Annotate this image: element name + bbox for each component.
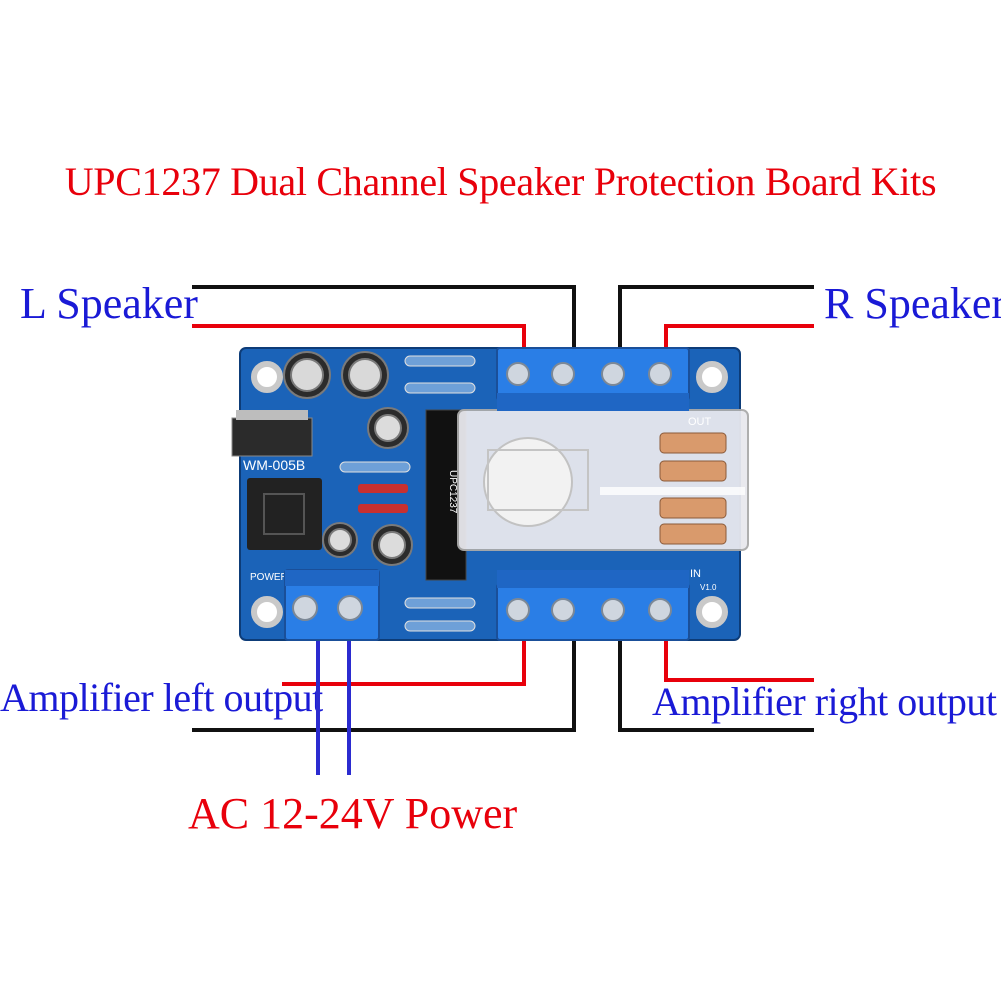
wire-amp-right-black <box>618 640 814 732</box>
label-r-speaker: R Speaker <box>824 279 1001 328</box>
voltage-regulator <box>231 417 313 457</box>
out-silk: OUT <box>688 416 712 428</box>
power-silk: POWER <box>250 572 288 583</box>
label-amplifier-left-output: Amplifier left output <box>0 675 323 720</box>
in-silk: IN <box>690 568 701 580</box>
label-amplifier-right-output: Amplifier right output <box>652 679 997 724</box>
wire-r-speaker-black <box>618 285 814 360</box>
label-l-speaker: L Speaker <box>20 279 198 328</box>
terminal-screws <box>292 362 672 622</box>
diodes <box>358 484 408 513</box>
mounting-holes <box>251 361 728 628</box>
diagram-title: UPC1237 Dual Channel Speaker Protection … <box>64 159 937 204</box>
resistors <box>339 355 476 632</box>
relay-contacts <box>659 432 727 545</box>
terminal-block-out <box>496 347 690 411</box>
terminal-block-in <box>496 570 690 641</box>
wire-l-speaker-black <box>192 285 576 360</box>
wire-amp-right-red <box>664 640 814 682</box>
wire-amp-left-red <box>282 640 526 686</box>
label-ac-power: AC 12-24V Power <box>188 789 518 838</box>
board-model-silk: WM-005B <box>243 457 305 473</box>
version-silk: V1.0 <box>700 583 717 592</box>
ic-label: UPC1237 <box>447 470 458 514</box>
terminal-block-power <box>284 569 380 641</box>
bridge-rectifier <box>247 478 322 550</box>
pcb-board: WM-005B POWER U <box>231 347 749 641</box>
capacitors <box>283 351 413 566</box>
